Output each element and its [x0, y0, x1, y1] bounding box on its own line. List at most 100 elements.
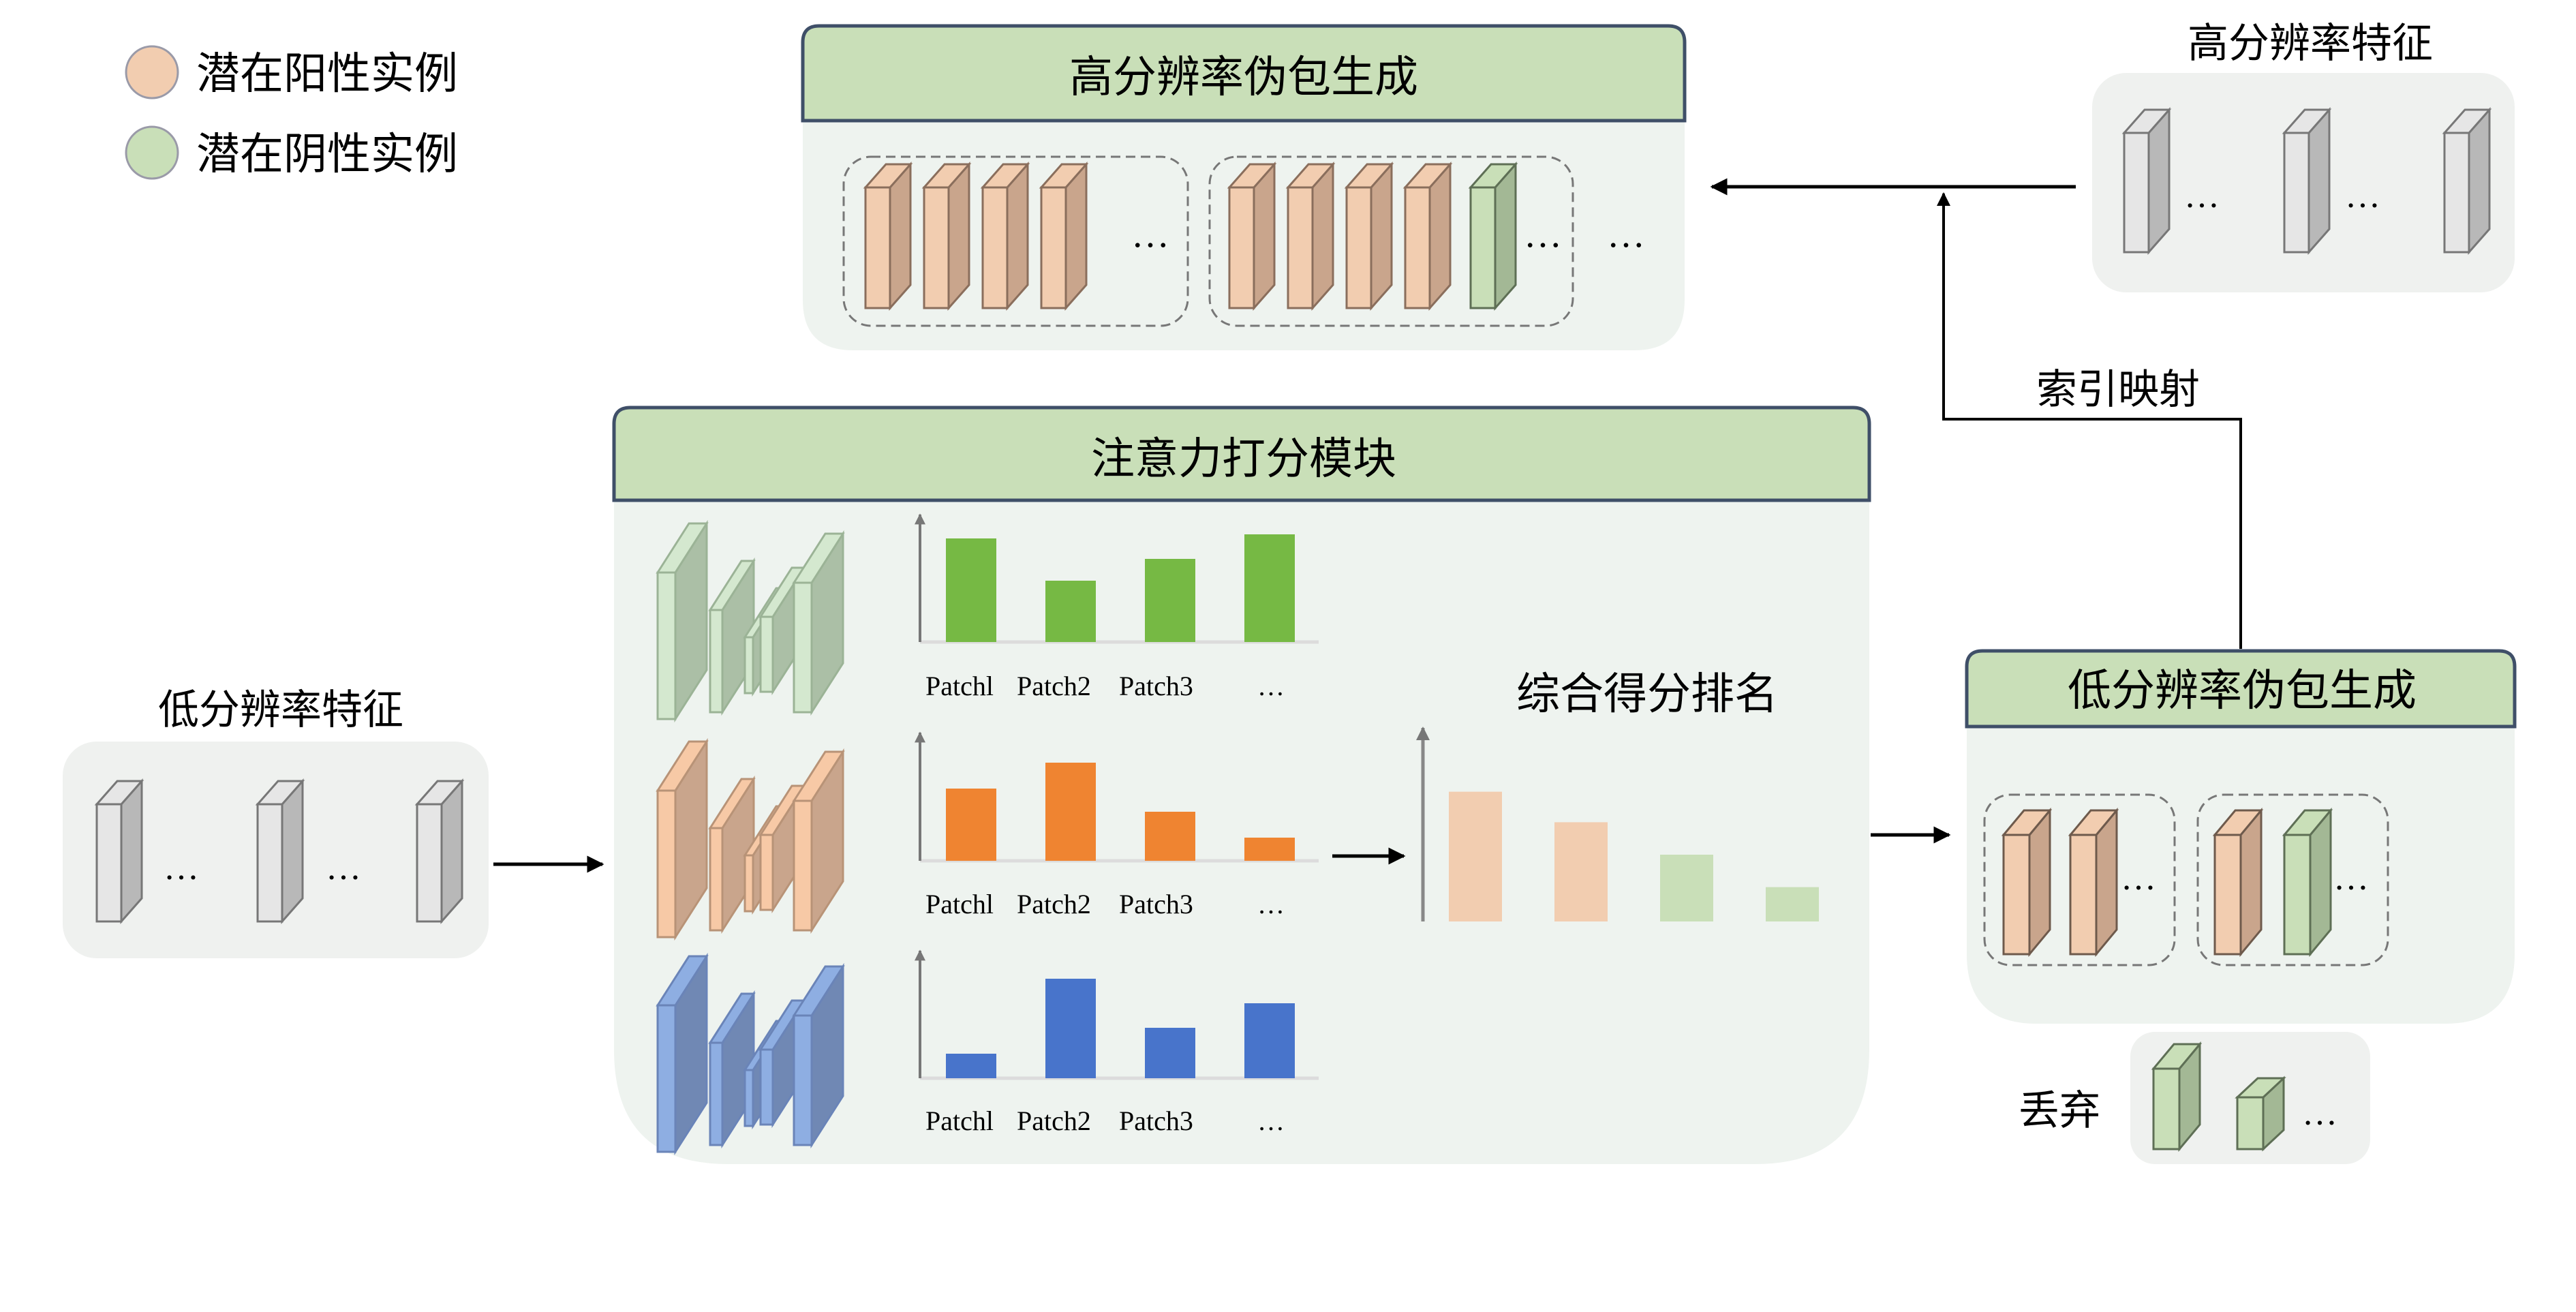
ranking-bar: [1449, 791, 1502, 921]
low-res-bag-title: 低分辨率伪包生成: [2068, 666, 2417, 716]
discarded-negative-block: [2151, 1041, 2203, 1153]
score-bar: [1045, 581, 1096, 642]
positive-instance-block: [921, 162, 972, 311]
score-bar: [1145, 812, 1195, 861]
network-green-icon: [656, 519, 845, 723]
patch-label: Patchl: [925, 1105, 994, 1136]
high-res-feature-block: [2282, 107, 2332, 255]
low-res-features-ellipsis-2: …: [326, 849, 361, 887]
network-blue-icon: [656, 952, 845, 1156]
combined-ranking-chart: [1416, 727, 1819, 921]
patch-label: Patch2: [1017, 889, 1091, 919]
legend-negative-label: 潜在阴性实例: [196, 129, 458, 180]
network-layer: [792, 962, 845, 1149]
attention-module-header: [612, 406, 1871, 502]
network-layer: [656, 737, 709, 941]
score-bar: [946, 789, 996, 861]
negative-instance-block: [1468, 162, 1518, 311]
discard-group: 丢弃 …: [2019, 1032, 2370, 1164]
low-res-bag-header: [1965, 649, 2517, 729]
patch-label: Patch3: [1119, 889, 1193, 919]
patch-label: Patch2: [1017, 1105, 1091, 1136]
patch-label: Patch3: [1119, 671, 1193, 701]
high-res-bag-ellipsis-2: …: [1524, 213, 1562, 256]
low-res-bag-ellipsis-2: …: [2333, 859, 2369, 898]
score-bar: [1145, 1028, 1195, 1078]
index-mapping-label: 索引映射: [2036, 366, 2200, 414]
low-res-feature-block: [414, 778, 465, 924]
patch-label: …: [1257, 1105, 1285, 1136]
high-res-bag-ellipsis-3: …: [1607, 213, 1645, 256]
low-res-bag-group-2: [2196, 793, 2389, 966]
positive-instance-block: [2068, 807, 2119, 958]
network-layer: [792, 530, 845, 716]
low-res-features-ellipsis-1: …: [164, 849, 199, 887]
index-mapping-connector: [1937, 192, 2242, 649]
patch-label: Patchl: [925, 671, 994, 701]
network-layer: [656, 519, 709, 723]
positive-instance-block: [980, 162, 1030, 311]
discard-ellipsis: …: [2302, 1094, 2337, 1133]
ranking-title: 综合得分排名: [1516, 669, 1778, 720]
ranking-bar: [1766, 887, 1819, 921]
positive-instance-block: [863, 162, 913, 311]
high-res-features: 高分辨率特征 … …: [2092, 20, 2515, 292]
legend-positive-swatch: [125, 45, 179, 100]
score-bar: [946, 1054, 996, 1078]
model-3-scores-chart: Patchl Patch2 Patch3 …: [915, 949, 1319, 1136]
model-1-scores-chart: Patchl Patch2 Patch3 …: [915, 513, 1319, 701]
low-res-bag-ellipsis-1: …: [2121, 859, 2156, 898]
low-res-feature-block: [255, 778, 305, 924]
positive-instance-block: [1402, 162, 1453, 311]
score-bar: [946, 538, 996, 642]
model-2-scores-chart: Patchl Patch2 Patch3 …: [915, 731, 1319, 919]
high-res-bag-header: [801, 24, 1687, 123]
attention-module-title: 注意力打分模块: [1091, 434, 1396, 485]
score-bar: [1045, 763, 1096, 861]
legend-negative-swatch: [125, 125, 179, 180]
high-res-bag-title: 高分辨率伪包生成: [1069, 52, 1418, 103]
score-bar: [1244, 1003, 1295, 1078]
network-layer: [792, 748, 845, 934]
patch-label: Patchl: [925, 889, 994, 919]
network-layer: [708, 990, 756, 1149]
attention-module-body: [614, 500, 1869, 1164]
legend-positive-label: 潜在阳性实例: [196, 49, 458, 100]
discard-label: 丢弃: [2019, 1087, 2100, 1135]
score-bar: [1244, 838, 1295, 861]
patch-label: Patch2: [1017, 671, 1091, 701]
low-res-features-title: 低分辨率特征: [158, 686, 403, 734]
positive-instance-block: [2001, 807, 2053, 958]
high-res-feature-block: [2442, 107, 2492, 255]
network-layer: [656, 952, 709, 1156]
score-bar: [1145, 559, 1195, 642]
high-res-bag-group-2: [1208, 155, 1574, 327]
low-res-features: 低分辨率特征 … …: [63, 686, 489, 958]
low-res-bag-panel: 低分辨率伪包生成 … …: [1965, 649, 2517, 1024]
high-res-feature-block: [2121, 107, 2172, 255]
positive-instance-block: [1285, 162, 1336, 311]
score-bar: [1045, 979, 1096, 1078]
high-res-features-ellipsis-1: …: [2184, 177, 2220, 215]
network-orange-icon: [656, 737, 845, 941]
positive-instance-block: [1344, 162, 1394, 311]
negative-instance-block: [2282, 807, 2333, 958]
high-res-bag-ellipsis-1: …: [1131, 213, 1169, 256]
legend: 潜在阳性实例 潜在阴性实例: [125, 45, 458, 180]
ranking-bar: [1660, 855, 1713, 921]
positive-instance-block: [2212, 807, 2264, 958]
score-bar: [1244, 534, 1295, 642]
patch-label: …: [1257, 671, 1285, 701]
low-res-bag-group-1: [1983, 793, 2176, 966]
high-res-bag-group-1: [842, 155, 1189, 327]
ranking-bar: [1554, 822, 1608, 921]
patch-label: Patch3: [1119, 1105, 1193, 1136]
patch-label: …: [1257, 889, 1285, 919]
discarded-negative-block: [2235, 1075, 2286, 1152]
positive-instance-block: [1227, 162, 1277, 311]
low-res-feature-block: [94, 778, 144, 924]
high-res-features-title: 高分辨率特征: [2188, 20, 2433, 67]
high-res-bag-panel: 高分辨率伪包生成 … … …: [801, 24, 1687, 350]
